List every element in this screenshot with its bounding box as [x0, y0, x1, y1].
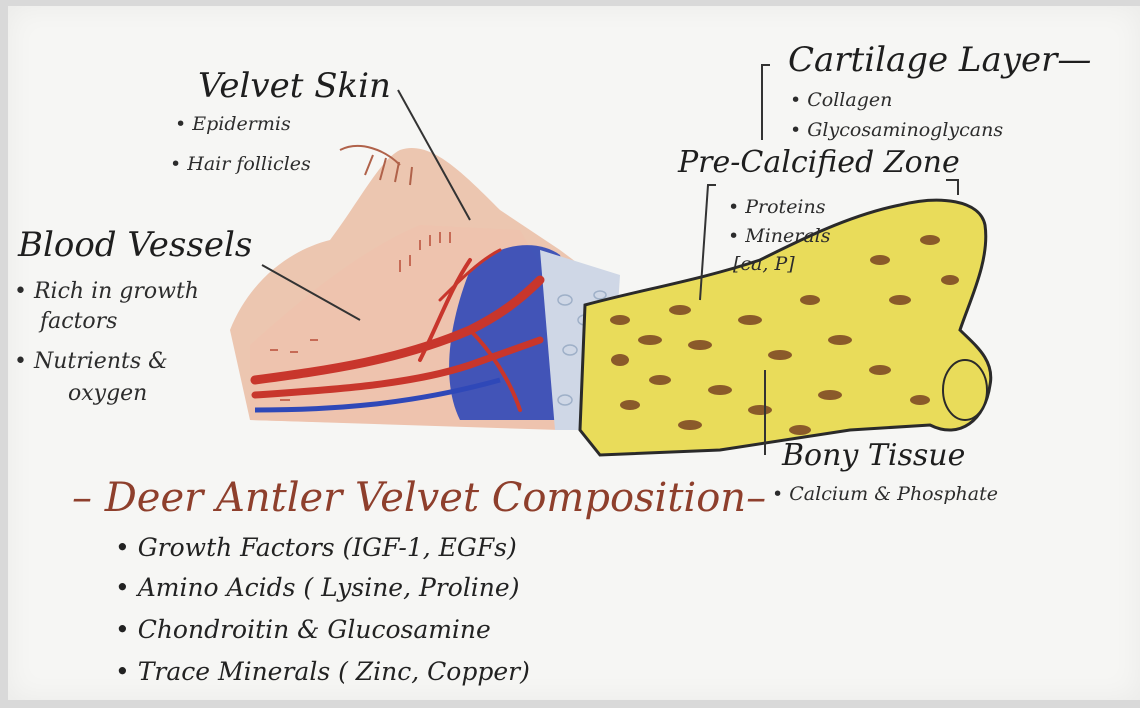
- velvet-skin-title: Velvet Skin: [198, 66, 391, 106]
- pre-calcified-zone-title: Pre-Calcified Zone: [678, 145, 960, 180]
- bone-cross-section: [943, 360, 987, 420]
- pre-calcified-item-proteins: Proteins: [728, 195, 826, 219]
- composition-title: – Deer Antler Velvet Composition–: [72, 475, 766, 521]
- pre-calcified-item-minerals: Minerals: [728, 224, 831, 248]
- blood-vessels-item-oxygen: oxygen: [68, 382, 147, 406]
- pre-calcified-item-ca-p: [ca, P]: [733, 252, 795, 276]
- blood-vessels-item-nutrients: Nutrients &: [14, 350, 168, 374]
- cartilage-item-collagen: Collagen: [790, 88, 892, 112]
- blood-vessels-item-factors: factors: [40, 310, 117, 334]
- cartilage-bracket: [762, 65, 770, 140]
- cartilage-layer-title: Cartilage Layer—: [788, 40, 1091, 80]
- blood-vessels-item-rich: Rich in growth: [14, 280, 199, 304]
- cartilage-item-glycosaminoglycans: Glycosaminoglycans: [790, 118, 1003, 142]
- blood-vessels-title: Blood Vessels: [18, 225, 252, 265]
- composition-item-amino-acids: Amino Acids ( Lysine, Proline): [115, 570, 519, 606]
- pre-calcified-bracket: [946, 180, 958, 195]
- composition-item-trace-minerals: Trace Minerals ( Zinc, Copper): [115, 654, 530, 690]
- composition-item-chondroitin: Chondroitin & Glucosamine: [115, 612, 491, 648]
- velvet-skin-item-hair-follicles: Hair follicles: [170, 152, 311, 176]
- bony-tissue-title: Bony Tissue: [782, 438, 965, 473]
- composition-item-growth-factors: Growth Factors (IGF-1, EGFs): [115, 530, 517, 566]
- bony-tissue-item-calcium: Calcium & Phosphate: [772, 482, 998, 506]
- velvet-skin-item-epidermis: Epidermis: [175, 112, 291, 136]
